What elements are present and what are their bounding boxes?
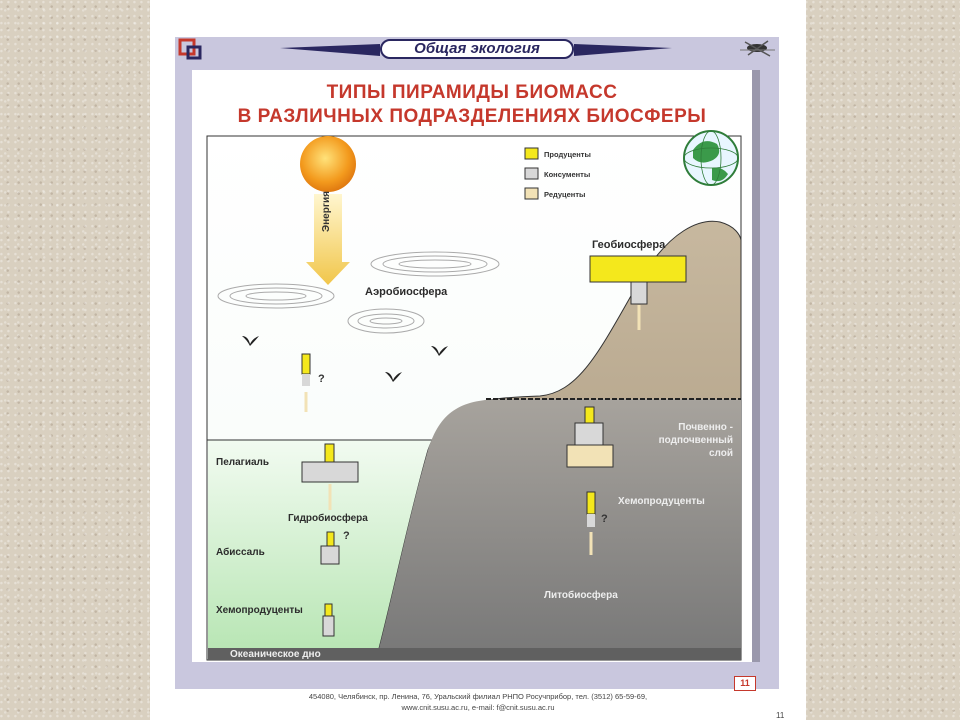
label-pelagial: Пелагиаль <box>216 457 270 468</box>
subject-title: Общая экология <box>380 39 574 59</box>
bird-icon <box>242 336 259 346</box>
legend-label-producers: Продуценты <box>544 150 591 159</box>
footer-address: 454080, Челябинск, пр. Ленина, 76, Ураль… <box>308 692 648 701</box>
footer-contacts: www.cnit.susu.ac.ru, e-mail: f@cnit.susu… <box>401 703 555 712</box>
title-line-1: ТИПЫ ПИРАМИДЫ БИОМАСС <box>326 82 618 103</box>
question-mark-land: ? <box>601 513 608 525</box>
globe-icon <box>683 130 739 186</box>
corner-page-number: 11 <box>776 711 785 720</box>
energy-label: Энергия <box>321 191 332 232</box>
legend-swatch-consumers <box>524 167 539 180</box>
pyramid-pelagial <box>301 443 359 510</box>
label-soil-line-3: слой <box>708 448 733 459</box>
lithosphere <box>376 399 741 660</box>
ocean-floor-strip <box>208 648 741 660</box>
cloud-icon <box>370 251 500 277</box>
cloud-icon <box>347 308 425 334</box>
label-land-chemoproducers: Хемопродуценты <box>618 496 705 507</box>
legend-swatch-producers <box>524 147 539 160</box>
pyramid-land-chemoproducers <box>586 491 596 555</box>
pyramid-ocean-chemoproducers <box>322 603 335 637</box>
label-ocean-floor: Океаническое дно <box>230 649 321 660</box>
legend-swatch-reducers <box>524 187 539 200</box>
pyramid-soil-layer <box>566 406 614 468</box>
label-aerobiosphere: Аэробиосфера <box>365 286 448 298</box>
question-mark-abyssal: ? <box>343 530 350 542</box>
energy-arrow-icon <box>306 194 350 285</box>
pyramid-abyssal <box>320 531 340 565</box>
title-line-2: В РАЗЛИЧНЫХ ПОДРАЗДЕЛЕНИЯХ БИОСФЕРЫ <box>237 106 707 127</box>
label-hydrobiosphere: Гидробиосфера <box>288 513 368 524</box>
title-left-arrow <box>280 44 380 56</box>
publisher-logo-icon <box>178 38 202 60</box>
sun-icon <box>300 136 356 192</box>
label-ocean-chemoproducers: Хемопродуценты <box>216 605 303 616</box>
legend-label-reducers: Редуценты <box>544 190 586 199</box>
bird-icon <box>431 346 448 356</box>
pyramid-geobiosphere <box>589 255 687 330</box>
bird-icon <box>385 372 402 382</box>
label-lithobiosphere: Литобиосфера <box>544 590 618 601</box>
label-soil-line-2: подпочвенный <box>658 435 733 446</box>
label-soil-line-1: Почвенно - <box>678 422 733 433</box>
page-number-badge: 11 <box>734 676 756 691</box>
insect-icon <box>740 40 775 57</box>
title-right-arrow <box>574 44 672 56</box>
legend-label-consumers: Консументы <box>544 170 591 179</box>
label-abyssal: Абиссаль <box>216 547 265 558</box>
pyramid-aerobiosphere <box>301 353 311 412</box>
cloud-icon <box>217 283 335 309</box>
label-geobiosphere: Геобиосфера <box>592 239 666 251</box>
question-mark-aero: ? <box>318 373 325 385</box>
